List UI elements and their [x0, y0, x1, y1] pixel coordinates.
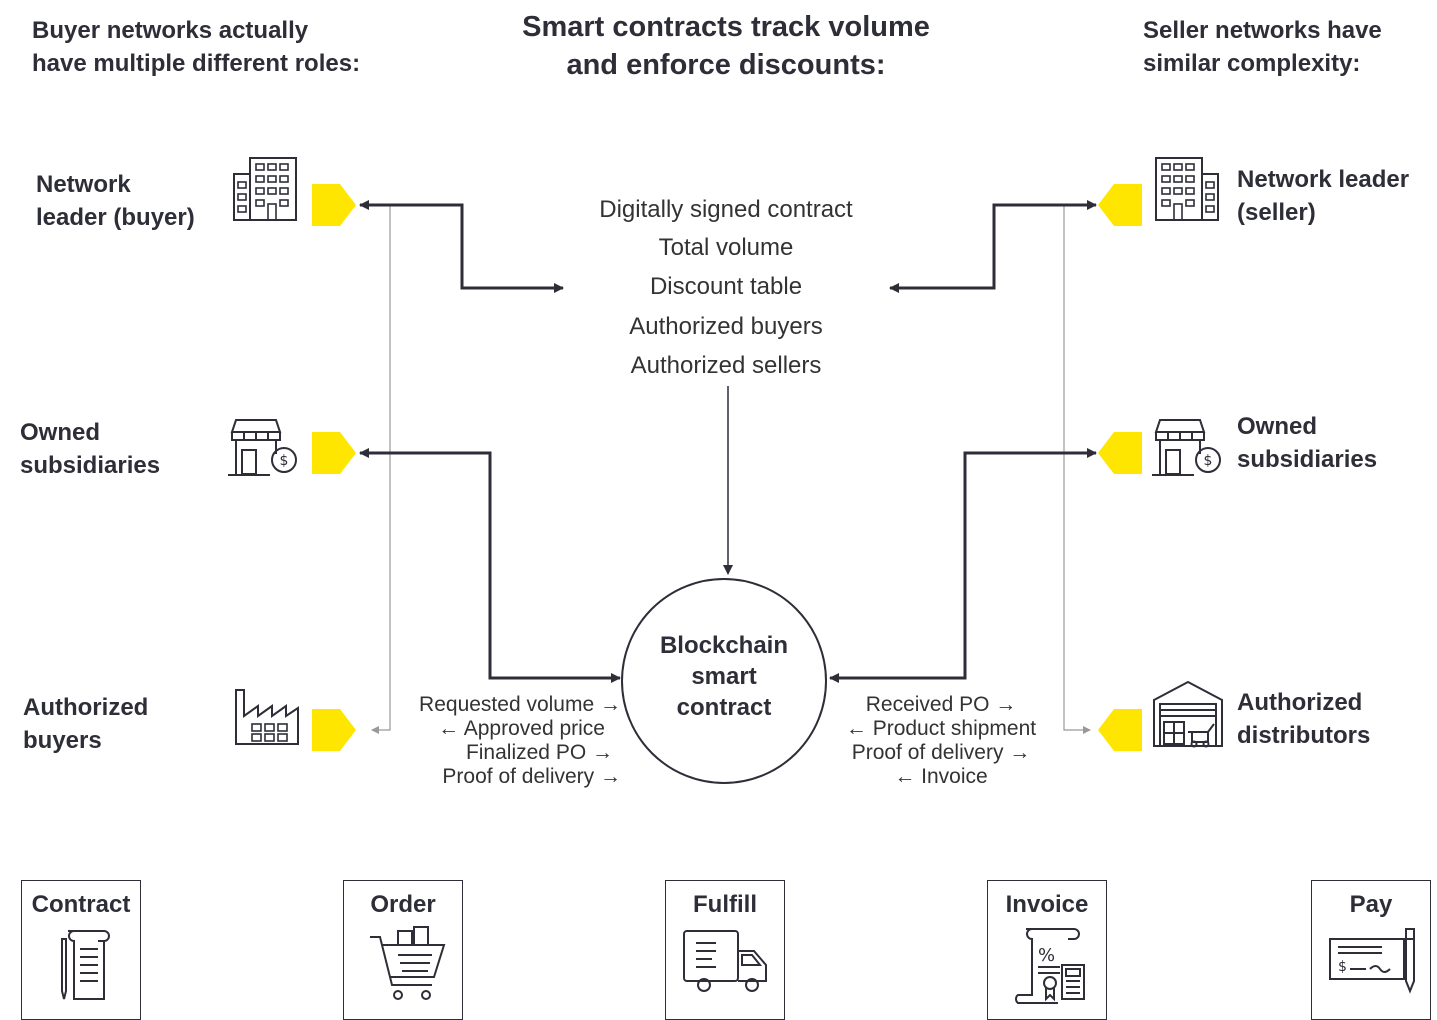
seller-leader-line-2: (seller) [1237, 199, 1316, 226]
seller-thin-connector [1063, 205, 1091, 734]
check-pen-icon: $ [1329, 928, 1415, 994]
svg-text:$: $ [280, 453, 289, 469]
stage-contract: Contract [21, 880, 141, 1020]
core-line-3: contract [676, 694, 772, 721]
flow-seller-proof-of-delivery: Proof of delivery → [851, 741, 1031, 764]
buyer-thin-connector [371, 205, 391, 734]
term-authorized-sellers: Authorized sellers [630, 352, 822, 379]
core-line-1: Blockchain [659, 632, 789, 659]
flow-product-shipment: ← Product shipment [845, 717, 1037, 740]
authorized-distributors-line-1: Authorized [1237, 689, 1363, 716]
center-header-line-2: and enforce discounts: [566, 49, 886, 81]
svg-text:%: % [1038, 945, 1055, 966]
seller-header-line-2: similar complexity: [1143, 50, 1361, 77]
seller-subsidiaries-line-2: subsidiaries [1237, 446, 1378, 473]
flow-finalized-po: Finalized PO → [465, 741, 613, 764]
seller-subsidiaries-connector [830, 448, 1097, 680]
stage-fulfill-label: Fulfill [693, 891, 757, 918]
core-line-2: smart [691, 663, 757, 690]
term-total-volume: Total volume [658, 234, 794, 261]
term-discount-table: Discount table [649, 273, 803, 300]
buyer-owned-subsidiaries-label: Owned subsidiaries [20, 416, 160, 482]
buyer-leader-tag [312, 184, 356, 226]
seller-leader-line-1: Network leader [1237, 166, 1410, 193]
factory-icon [235, 689, 299, 745]
blockchain-smart-contract-circle [621, 578, 827, 784]
authorized-distributors-line-2: distributors [1237, 722, 1371, 749]
authorized-distributors-label: Authorized distributors [1237, 686, 1370, 752]
seller-networks-header: Seller networks have similar complexity: [1143, 14, 1382, 80]
smart-contract-header: Smart contracts track volume and enforce… [476, 8, 976, 84]
authorized-buyers-line-1: Authorized [23, 694, 149, 721]
stage-contract-label: Contract [31, 891, 131, 918]
seller-header-line-1: Seller networks have [1143, 17, 1382, 44]
seller-flow-list: Received PO → ← Product shipment Proof o… [838, 693, 1064, 789]
seller-leader-connector [890, 200, 1097, 290]
buyer-header-line-2: have multiple different roles: [32, 50, 361, 77]
stage-order-label: Order [370, 891, 436, 918]
svg-text:$: $ [1338, 959, 1347, 975]
term-authorized-buyers: Authorized buyers [629, 313, 823, 340]
stage-pay-label: Pay [1349, 891, 1393, 918]
seller-network-leader-label: Network leader (seller) [1237, 163, 1409, 229]
seller-owned-subsidiaries-label: Owned subsidiaries [1237, 410, 1377, 476]
contract-scroll-icon [61, 930, 110, 1000]
buyer-leader-line-1: Network [36, 171, 131, 198]
buyer-subsidiaries-line-1: Owned [20, 419, 101, 446]
stage-invoice-label: Invoice [1005, 891, 1089, 918]
stage-fulfill: Fulfill [665, 880, 785, 1020]
flow-received-po: Received PO → [865, 693, 1017, 716]
shopping-cart-icon [370, 926, 446, 1000]
authorized-buyers-line-2: buyers [23, 727, 102, 754]
buyer-subsidiaries-tag [312, 432, 356, 474]
blockchain-smart-contract-label: Blockchain smart contract [621, 630, 827, 723]
delivery-truck-icon [683, 930, 767, 992]
storefront-dollar-icon: $ [228, 419, 297, 476]
buyer-header-line-1: Buyer networks actually [32, 17, 309, 44]
svg-text:$: $ [1204, 453, 1213, 469]
flow-buyer-proof-of-delivery: Proof of delivery → [442, 765, 621, 788]
buyer-flow-list: Requested volume → ← Approved price Fina… [419, 693, 621, 789]
buyer-networks-header: Buyer networks actually have multiple di… [32, 14, 360, 80]
stage-pay: Pay $ [1311, 880, 1431, 1020]
authorized-buyers-label: Authorized buyers [23, 691, 148, 757]
stage-order: Order [343, 880, 463, 1020]
buyer-subsidiaries-line-2: subsidiaries [20, 452, 161, 479]
warehouse-icon [1153, 680, 1223, 748]
center-header-line-1: Smart contracts track volume [522, 11, 930, 43]
seller-leader-tag [1098, 184, 1142, 226]
office-building-icon [1155, 157, 1219, 221]
flow-requested-volume: Requested volume → [419, 693, 621, 716]
flow-invoice: ← Invoice [894, 765, 988, 788]
seller-subsidiaries-tag [1098, 432, 1142, 474]
stage-invoice: Invoice % [987, 880, 1107, 1020]
buyer-network-leader-label: Network leader (buyer) [36, 168, 195, 234]
seller-authorized-tag [1098, 709, 1142, 751]
buyer-subsidiaries-connector [359, 448, 620, 680]
invoice-calculator-icon: % [1015, 928, 1085, 1004]
seller-subsidiaries-line-1: Owned [1237, 413, 1318, 440]
flow-approved-price: ← Approved price [438, 717, 605, 740]
buyer-authorized-tag [312, 709, 356, 751]
buyer-leader-line-2: leader (buyer) [36, 204, 195, 231]
term-digitally-signed-contract: Digitally signed contract [599, 196, 853, 223]
office-building-icon [233, 157, 297, 221]
storefront-dollar-icon: $ [1152, 419, 1221, 476]
